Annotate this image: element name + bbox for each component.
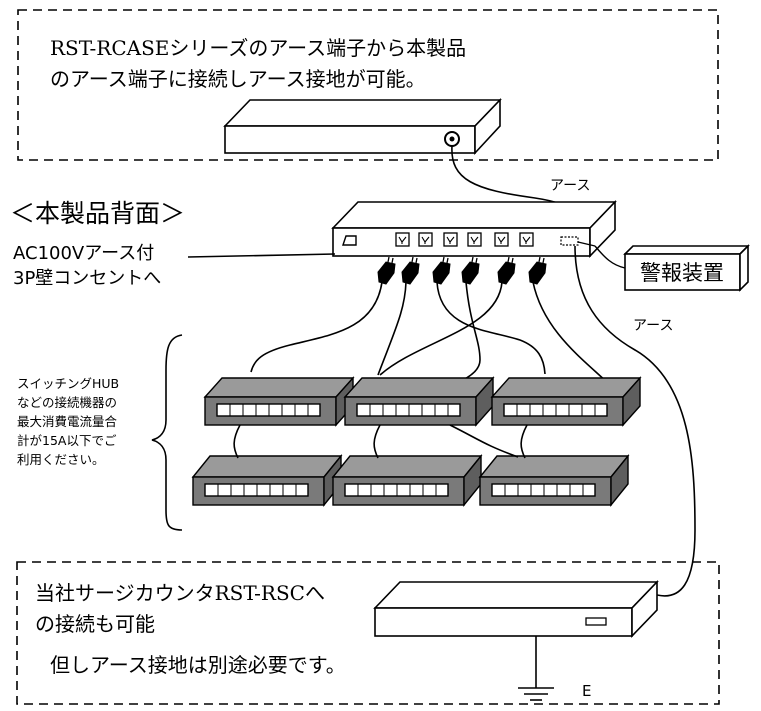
earth-cable-rsc xyxy=(574,245,696,597)
side-brace xyxy=(151,334,183,531)
plug-6 xyxy=(528,261,547,285)
hub-4 xyxy=(191,454,343,507)
top-dashed-box xyxy=(17,9,719,161)
plug-3 xyxy=(432,261,451,285)
ground-symbol xyxy=(518,687,554,701)
ac-label-line2: 3P壁コンセントへ xyxy=(13,268,161,289)
outlet-6 xyxy=(519,232,534,247)
top-box-line1: RST-RCASEシリーズのアース端子から本製品 xyxy=(50,36,466,60)
hub-ports xyxy=(217,404,596,496)
bottom-box-line1: 当社サージカウンタRST-RSCへ xyxy=(35,581,325,605)
earth-label-1: アース xyxy=(550,178,590,194)
plug-4 xyxy=(461,261,480,285)
ac-label-line1: AC100Vアース付 xyxy=(13,243,154,264)
ac-leader-line xyxy=(187,253,336,258)
alarm-port xyxy=(560,236,579,246)
rsc-device xyxy=(373,580,659,638)
alarm-device-label: 警報装置 xyxy=(640,261,724,285)
rcase-device xyxy=(223,98,502,156)
plug-1 xyxy=(377,261,396,285)
outlets xyxy=(395,232,534,247)
alarm-cable xyxy=(577,241,596,247)
hub-2 xyxy=(343,376,495,427)
plug-5 xyxy=(497,261,516,285)
rear-title: ＜本製品背面＞ xyxy=(10,199,185,228)
plugs xyxy=(377,261,547,285)
rsc-indicator xyxy=(585,617,607,626)
hub-interconnects xyxy=(233,424,528,459)
side-note-line5: 利用ください。 xyxy=(17,452,105,467)
hub-3 xyxy=(490,376,642,427)
bottom-dashed-box xyxy=(16,561,720,705)
plug-2 xyxy=(401,261,420,285)
outlet-2 xyxy=(418,232,433,247)
hub-1 xyxy=(203,376,355,427)
power-inlet-icon xyxy=(342,235,357,246)
alarm-cable-2 xyxy=(594,245,626,269)
bottom-box-line3: 但しアース接地は別途必要です。 xyxy=(50,653,346,677)
side-note-line4: 計が15A以下でご xyxy=(17,433,117,448)
side-note-line1: スイッチングHUB xyxy=(17,376,119,391)
alarm-device-box xyxy=(623,244,750,292)
side-note-line3: 最大消費電流量合 xyxy=(17,414,118,429)
earth-label-2: アース xyxy=(633,318,673,334)
outlet-3 xyxy=(443,232,458,247)
outlet-4 xyxy=(467,232,482,247)
outlet-5 xyxy=(494,232,509,247)
hub-5 xyxy=(331,454,483,507)
hub-6 xyxy=(478,454,630,507)
outlet-1 xyxy=(395,232,410,247)
side-note-line2: などの接続機器の xyxy=(17,395,117,410)
rcase-earth-terminal-center xyxy=(449,136,455,142)
bottom-box-line2: の接続も可能 xyxy=(35,612,155,636)
main-product xyxy=(331,200,617,258)
top-box-line2: のアース端子に接続しアース接地が可能。 xyxy=(50,67,426,91)
ground-label: E xyxy=(582,682,591,700)
